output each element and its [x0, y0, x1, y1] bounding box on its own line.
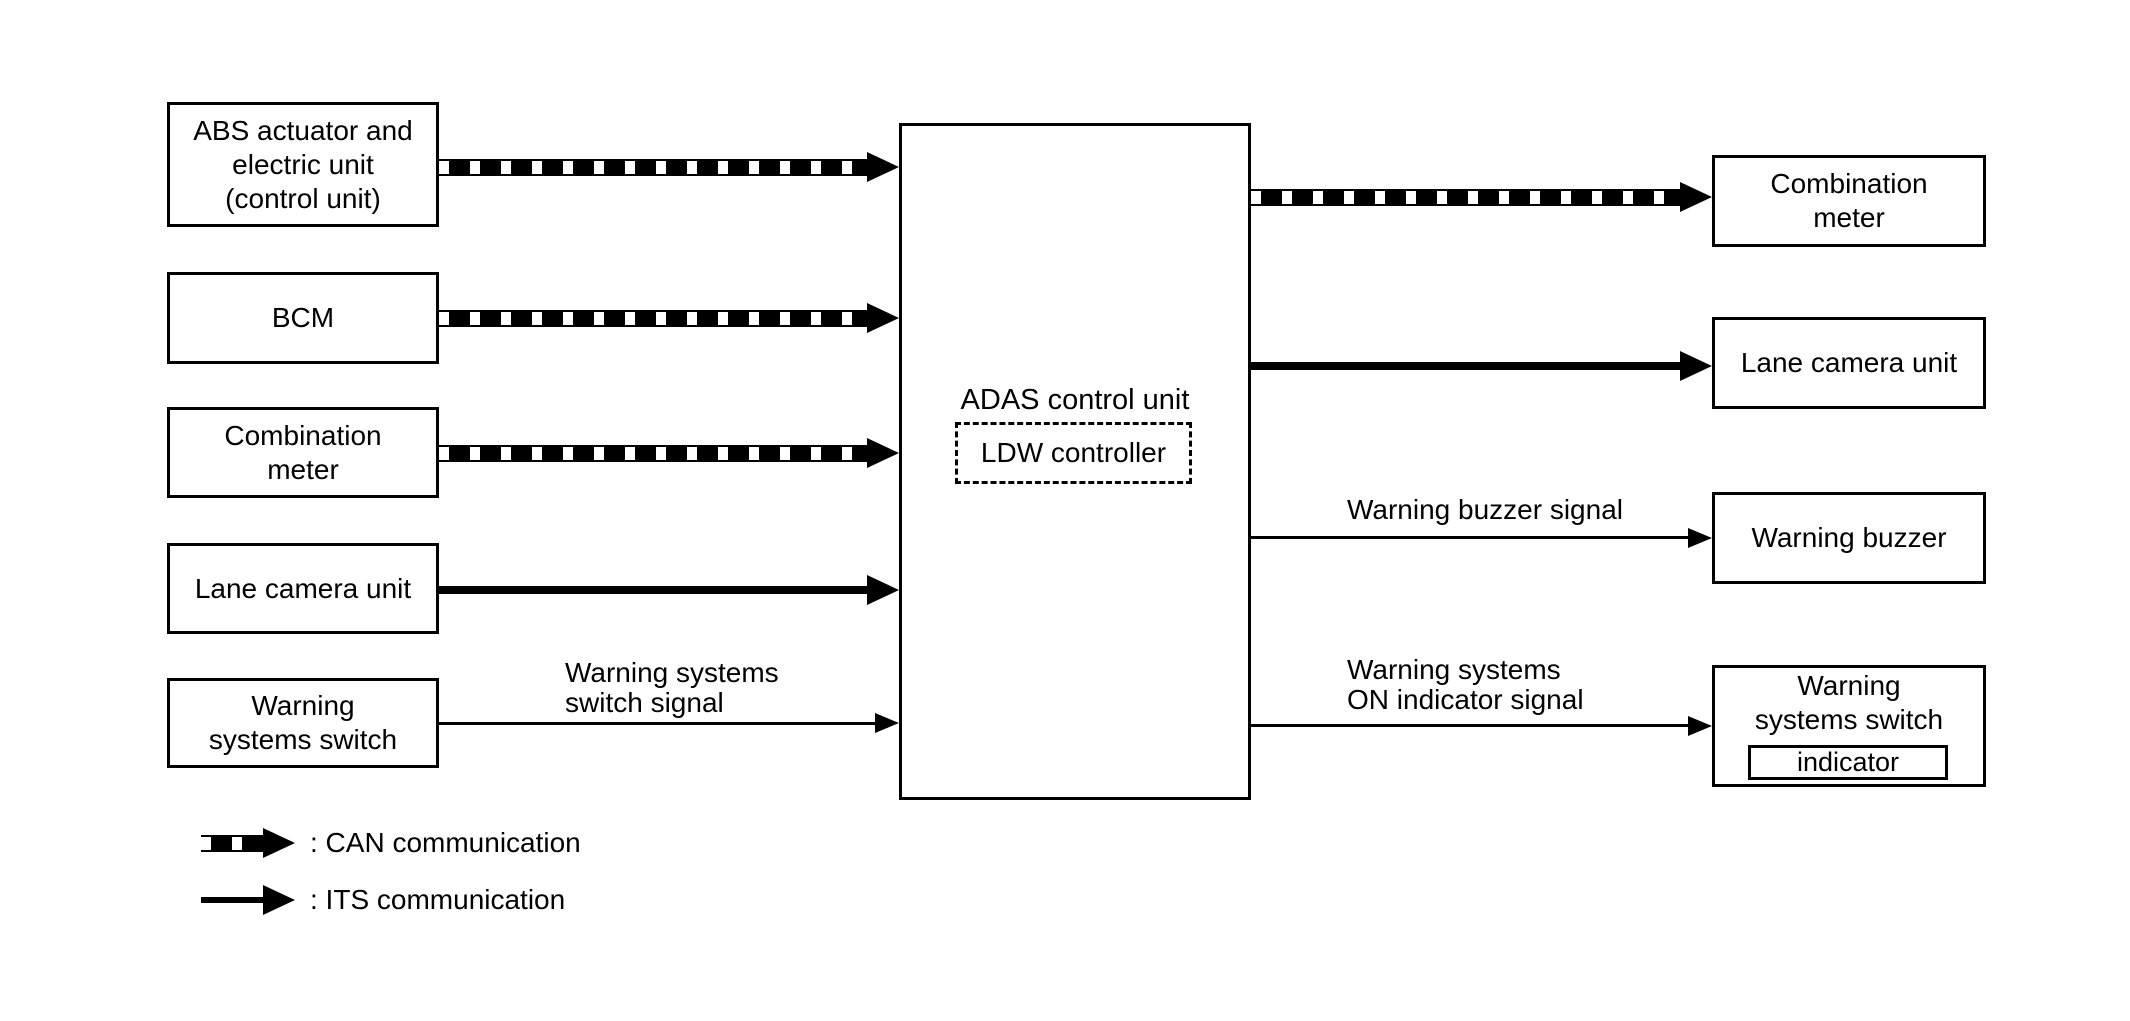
- arrowhead-icon: [1680, 182, 1712, 212]
- node-ldw-controller-label: LDW controller: [980, 437, 1167, 468]
- node-abs-actuator: ABS actuator and electric unit (control …: [167, 102, 439, 227]
- arrowhead-icon: [867, 303, 899, 333]
- arrowhead-icon: [1688, 528, 1712, 548]
- label-warning-systems-on-indicator-signal: Warning systems ON indicator signal: [1347, 654, 1584, 715]
- node-lane-camera-unit-right-label: Lane camera unit: [1740, 347, 1958, 378]
- legend-its-label: : ITS communication: [310, 884, 566, 915]
- arrowhead-icon: [867, 438, 899, 468]
- node-warning-systems-switch-right-label: Warning systems switch: [1754, 670, 1944, 735]
- node-warning-systems-switch-left-label: Warning systems switch: [208, 690, 398, 755]
- node-combination-meter-right-label: Combination meter: [1770, 168, 1928, 233]
- its-solid-line: [1251, 362, 1680, 370]
- node-bcm-label: BCM: [271, 302, 335, 333]
- can-dashed-line: [439, 445, 867, 462]
- legend-can-dashed-arrow-icon: [201, 835, 263, 852]
- can-dashed-line: [439, 159, 867, 176]
- arrowhead-icon: [867, 152, 899, 182]
- signal-line: [439, 722, 875, 725]
- node-lane-camera-unit-left: Lane camera unit: [167, 543, 439, 634]
- arrowhead-icon: [867, 575, 899, 605]
- label-warning-systems-switch-signal: Warning systems switch signal: [565, 657, 779, 718]
- node-combination-meter-left-label: Combination meter: [224, 419, 382, 485]
- node-abs-actuator-label: ABS actuator and electric unit (control …: [193, 114, 413, 214]
- node-combination-meter-left: Combination meter: [167, 407, 439, 498]
- node-warning-systems-switch-left: Warning systems switch: [167, 678, 439, 768]
- node-adas-control-unit-label: ADAS control unit: [960, 384, 1190, 416]
- legend-its-solid-arrow-icon: [201, 897, 263, 903]
- label-warning-buzzer-signal: Warning buzzer signal: [1347, 494, 1623, 525]
- indicator-label: indicator: [1796, 747, 1900, 777]
- arrowhead-icon: [1688, 716, 1712, 736]
- node-warning-buzzer-label: Warning buzzer: [1751, 522, 1947, 553]
- signal-line: [1251, 536, 1688, 539]
- can-dashed-line: [439, 310, 867, 327]
- arrowhead-icon: [1680, 351, 1712, 381]
- node-ldw-controller: LDW controller: [955, 422, 1192, 484]
- node-lane-camera-unit-right: Lane camera unit: [1712, 317, 1986, 409]
- signal-line: [1251, 724, 1688, 727]
- legend-can-label: : CAN communication: [310, 827, 581, 858]
- its-solid-line: [439, 586, 867, 594]
- arrowhead-icon: [263, 828, 295, 858]
- arrowhead-icon: [875, 713, 899, 733]
- node-warning-systems-switch-indicator: indicator: [1748, 745, 1948, 780]
- node-bcm: BCM: [167, 272, 439, 364]
- can-dashed-line: [1251, 189, 1680, 206]
- arrowhead-icon: [263, 885, 295, 915]
- node-combination-meter-right: Combination meter: [1712, 155, 1986, 247]
- node-warning-buzzer: Warning buzzer: [1712, 492, 1986, 584]
- node-lane-camera-unit-left-label: Lane camera unit: [194, 572, 412, 604]
